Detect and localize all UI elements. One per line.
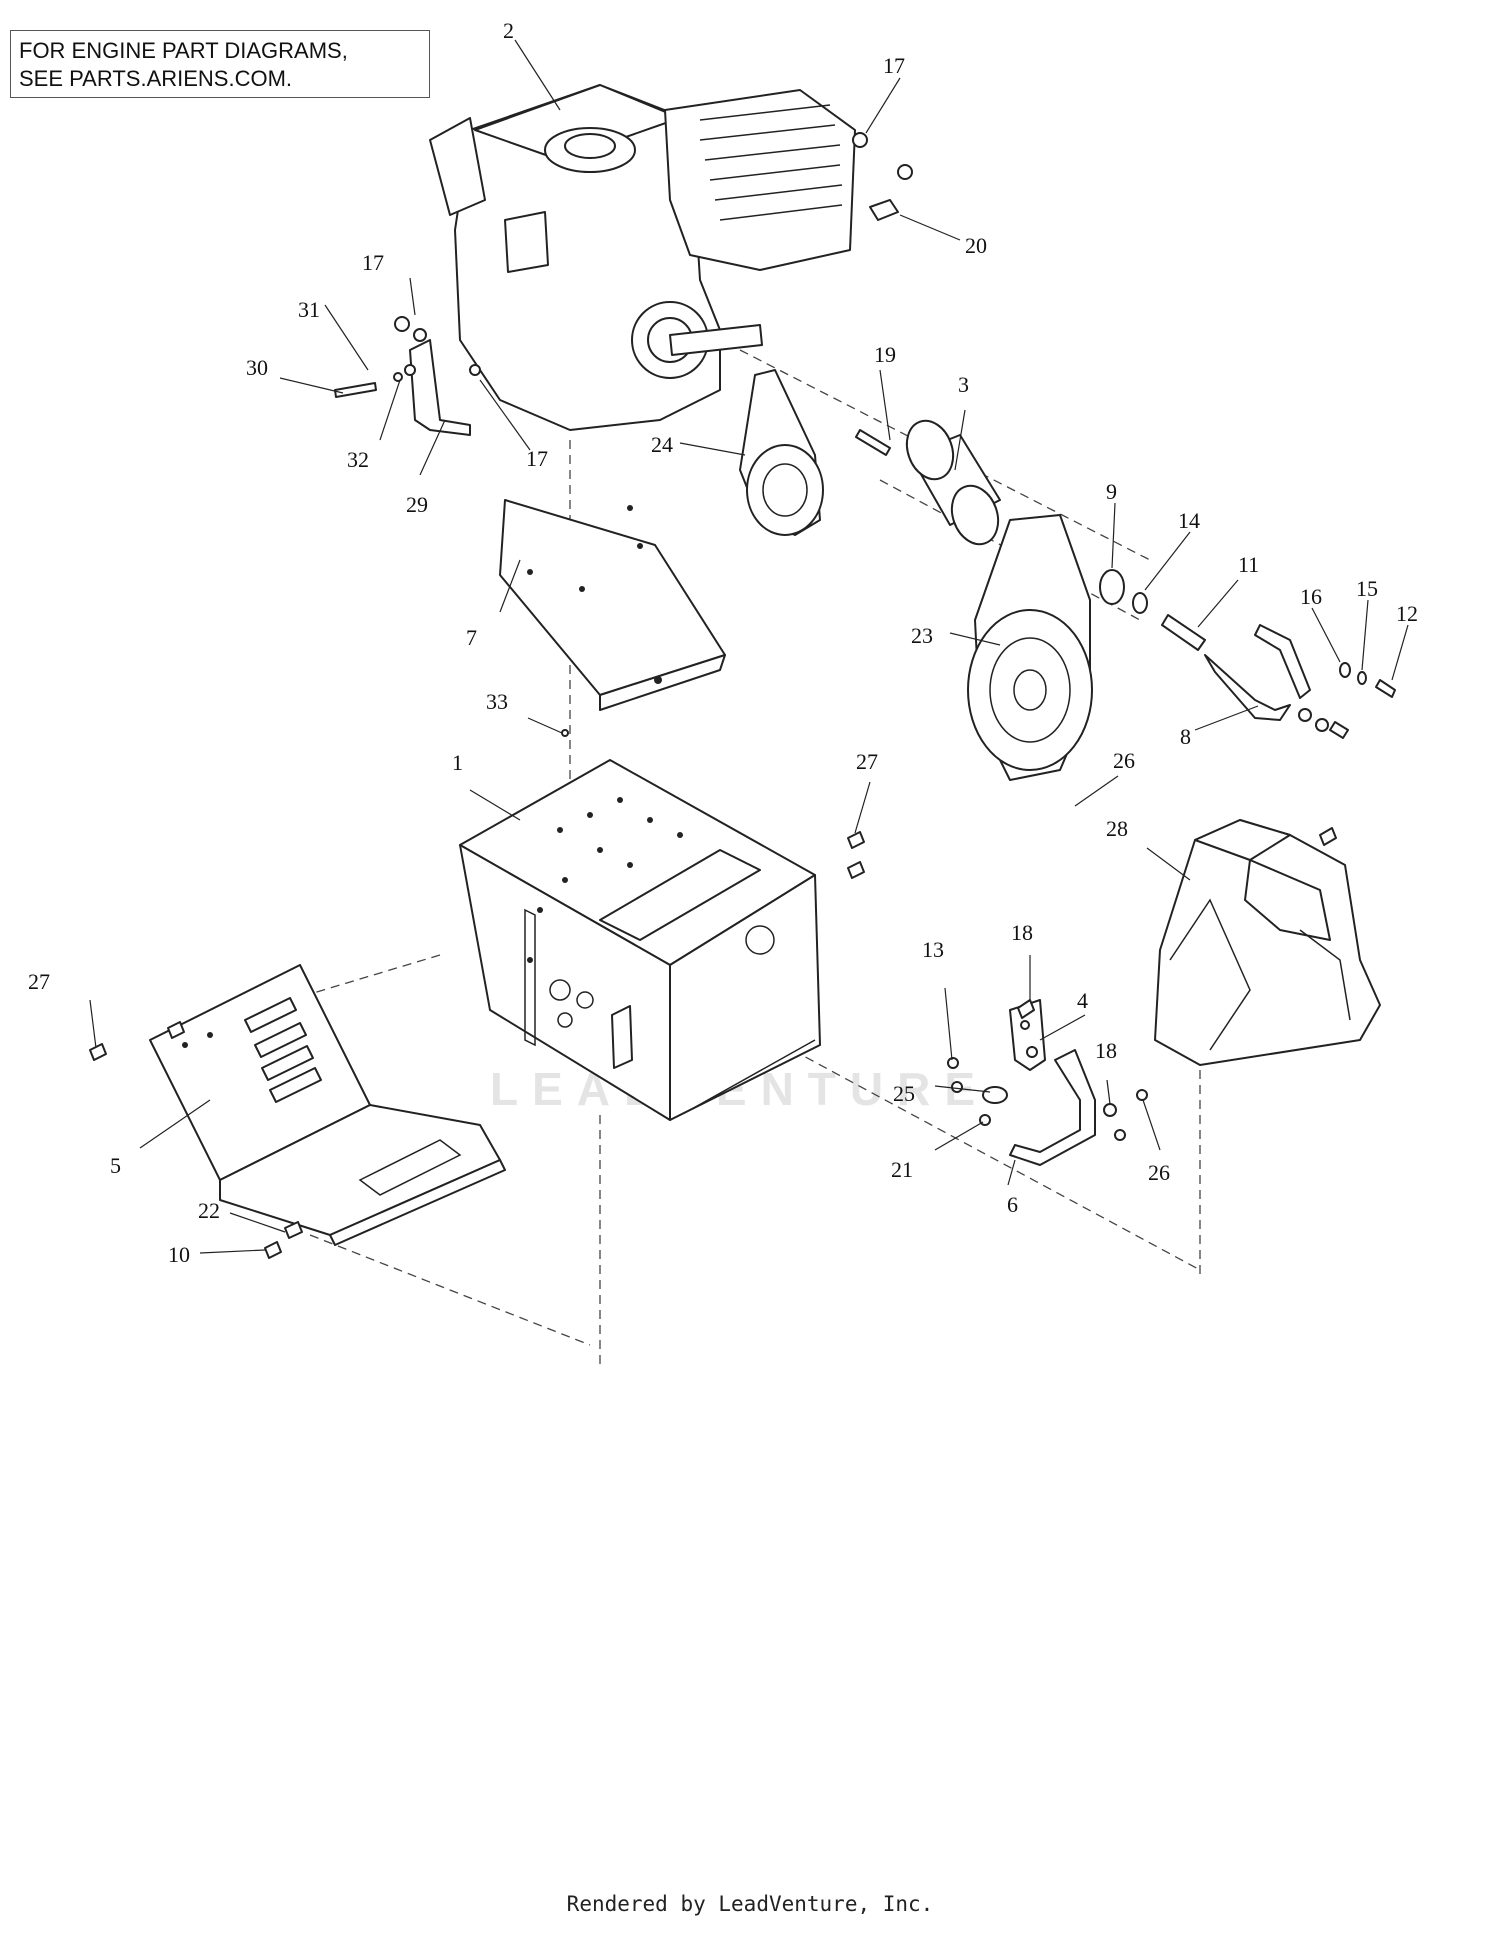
muffler-vents <box>699 104 843 221</box>
engine-parts-note: FOR ENGINE PART DIAGRAMS, SEE PARTS.ARIE… <box>10 30 430 98</box>
nut-18-b <box>1103 1103 1117 1117</box>
screw-10 <box>264 1241 282 1259</box>
callout-18-top: 18 <box>1011 920 1033 945</box>
callout-8: 8 <box>1180 724 1191 749</box>
idler-arm <box>1204 624 1349 739</box>
nut-17-left <box>394 316 410 332</box>
callout-16: 16 <box>1300 584 1322 609</box>
frame-chassis <box>459 759 821 1121</box>
nut-17-top-a <box>852 132 868 148</box>
nut-17-top-b <box>897 164 913 180</box>
callout-30: 30 <box>246 355 268 380</box>
callout-14: 14 <box>1178 508 1200 533</box>
screw-26-bottom <box>1136 1089 1148 1101</box>
bracket-6 <box>1009 1049 1096 1166</box>
callout-17-left: 17 <box>362 250 384 275</box>
callout-13: 13 <box>922 937 944 962</box>
callout-10: 10 <box>168 1242 190 1267</box>
idler-hardware <box>1099 569 1206 651</box>
callout-17-mid: 17 <box>526 446 548 471</box>
spring-25 <box>982 1086 1008 1104</box>
callout-23: 23 <box>911 623 933 648</box>
callout-26-bottom: 26 <box>1148 1160 1170 1185</box>
callout-11: 11 <box>1238 552 1259 577</box>
belt-cover-28 <box>1154 819 1381 1066</box>
callout-27-left: 27 <box>28 969 50 994</box>
bolt-13b <box>951 1081 963 1093</box>
callout-21: 21 <box>891 1157 913 1182</box>
screw-27-left-b <box>89 1043 107 1061</box>
bolt-13 <box>947 1057 959 1069</box>
callout-19: 19 <box>874 342 896 367</box>
pin-33 <box>561 729 569 737</box>
callout-22: 22 <box>198 1198 220 1223</box>
callout-17-top: 17 <box>883 53 905 78</box>
callout-labels: 2 17 20 17 31 30 32 29 17 19 3 24 9 14 1… <box>28 18 1418 1267</box>
callout-7: 7 <box>466 625 477 650</box>
small-hardware-12-16 <box>1339 662 1396 698</box>
callout-1: 1 <box>452 750 463 775</box>
callout-24: 24 <box>651 432 673 457</box>
belt-23 <box>967 514 1093 781</box>
callout-20: 20 <box>965 233 987 258</box>
callout-15: 15 <box>1356 576 1378 601</box>
callout-32: 32 <box>347 447 369 472</box>
screw-27-left-a <box>167 1021 185 1039</box>
shield-5 <box>149 964 506 1246</box>
nut-18-c <box>1114 1129 1126 1141</box>
callout-31: 31 <box>298 297 320 322</box>
leader-lines <box>89 39 1409 1254</box>
callout-25: 25 <box>893 1081 915 1106</box>
nut-22 <box>284 1221 303 1239</box>
note-line-1: FOR ENGINE PART DIAGRAMS, <box>19 38 348 63</box>
clip-20 <box>869 199 899 221</box>
callout-28: 28 <box>1106 816 1128 841</box>
screws-27-right <box>847 831 865 879</box>
note-line-2: SEE PARTS.ARIENS.COM. <box>19 66 293 91</box>
footer-credit: Rendered by LeadVenture, Inc. <box>566 1892 934 1916</box>
callout-2: 2 <box>503 18 514 43</box>
callout-3: 3 <box>958 372 969 397</box>
engine-plate <box>499 499 726 711</box>
fastener <box>654 676 662 684</box>
callout-4: 4 <box>1077 988 1088 1013</box>
callout-27-right: 27 <box>856 749 878 774</box>
callout-9: 9 <box>1106 479 1117 504</box>
callout-29: 29 <box>406 492 428 517</box>
callout-12: 12 <box>1396 601 1418 626</box>
belt-24 <box>739 369 824 536</box>
drive-pulley <box>855 419 1001 546</box>
callout-26-top: 26 <box>1113 748 1135 773</box>
bracket-29 <box>334 328 481 436</box>
callout-18-bottom: 18 <box>1095 1038 1117 1063</box>
engine <box>429 84 856 431</box>
callout-33: 33 <box>486 689 508 714</box>
callout-6: 6 <box>1007 1192 1018 1217</box>
bracket-4 <box>1009 999 1046 1071</box>
frame-holes <box>527 797 683 963</box>
callout-5: 5 <box>110 1153 121 1178</box>
nut-18-a <box>1026 1046 1038 1058</box>
